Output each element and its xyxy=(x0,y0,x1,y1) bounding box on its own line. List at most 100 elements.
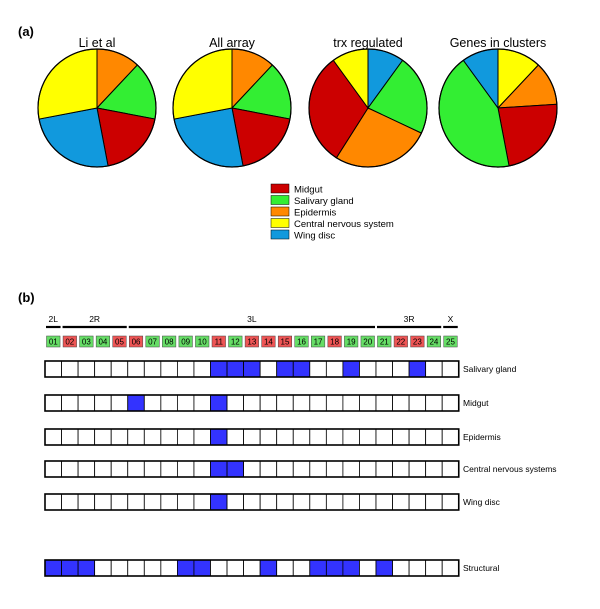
cell-highlighted xyxy=(243,360,261,378)
cell xyxy=(44,428,62,446)
pie-title: All array xyxy=(209,36,256,50)
segment-label-box: 14 xyxy=(261,335,276,348)
cell-highlighted xyxy=(210,428,228,446)
cell xyxy=(375,460,393,478)
cell-highlighted xyxy=(44,559,62,577)
segment-label-box: 23 xyxy=(410,335,425,348)
cell xyxy=(243,394,261,412)
chromosome-label: 3R xyxy=(404,314,415,324)
segment-box xyxy=(426,335,441,348)
cell xyxy=(110,360,129,378)
cell-highlighted xyxy=(226,460,245,478)
cell-highlighted xyxy=(226,360,245,378)
cell xyxy=(193,460,211,478)
chromosome-arm: 3L xyxy=(128,314,375,329)
segment-label-box: 07 xyxy=(145,335,160,348)
cell xyxy=(110,460,129,478)
segment-box xyxy=(211,335,226,348)
cell xyxy=(342,394,360,412)
segment-number: 18 xyxy=(330,338,339,347)
legend-swatch-salivary xyxy=(270,195,290,205)
segment-label-box: 15 xyxy=(277,335,293,348)
segment-box xyxy=(79,335,94,348)
tissue-row: Midgut xyxy=(44,394,489,412)
cell-highlighted xyxy=(292,360,311,378)
cell xyxy=(160,428,178,446)
cell xyxy=(193,360,211,378)
segment-label-box: 17 xyxy=(311,335,326,348)
chromosome-arm: X xyxy=(443,314,458,329)
cell xyxy=(392,460,410,478)
cell xyxy=(176,394,195,412)
cell xyxy=(160,493,178,511)
legend-swatch-cns xyxy=(270,218,290,228)
pie-title: Genes in clusters xyxy=(450,36,547,50)
cell xyxy=(160,460,178,478)
segment-number: 11 xyxy=(215,338,224,347)
cell-highlighted xyxy=(408,360,427,378)
cell xyxy=(309,428,327,446)
cell xyxy=(127,428,145,446)
cell xyxy=(143,394,162,412)
cell-highlighted xyxy=(193,559,211,577)
segment-label-box: 01 xyxy=(46,335,61,348)
cell xyxy=(309,493,327,511)
segment-label-box: 08 xyxy=(162,335,177,348)
cell xyxy=(375,493,393,511)
row-outline xyxy=(44,493,460,511)
cell xyxy=(110,428,129,446)
cell xyxy=(408,394,427,412)
cell xyxy=(61,428,79,446)
segment-label-box: 24 xyxy=(426,335,441,348)
cell xyxy=(359,559,377,577)
segment-box xyxy=(46,335,61,348)
pie-outline xyxy=(438,48,558,168)
pie-outline xyxy=(37,48,157,168)
segment-box xyxy=(145,335,160,348)
cell xyxy=(441,394,460,412)
cell-highlighted xyxy=(342,559,360,577)
cell xyxy=(276,394,294,412)
segment-label-box: 03 xyxy=(79,335,94,348)
cell xyxy=(359,360,377,378)
cell xyxy=(160,394,178,412)
segment-label-box: 02 xyxy=(62,335,77,348)
segment-label-box: 04 xyxy=(95,335,110,348)
cell-highlighted xyxy=(176,559,195,577)
cell xyxy=(127,559,145,577)
cell xyxy=(325,428,344,446)
cell xyxy=(77,394,96,412)
pie-chart: All array xyxy=(172,36,292,168)
segment-number: 20 xyxy=(363,338,372,347)
cell xyxy=(441,360,460,378)
cell xyxy=(127,460,145,478)
cell-highlighted xyxy=(375,559,393,577)
cell xyxy=(408,493,427,511)
cell xyxy=(392,360,410,378)
row-label: Salivary gland xyxy=(463,364,517,374)
segment-number: 16 xyxy=(297,338,306,347)
cell xyxy=(359,394,377,412)
cell xyxy=(94,493,112,511)
segment-number: 14 xyxy=(264,338,273,347)
cell xyxy=(226,493,245,511)
pie-chart: Li et al xyxy=(37,36,157,168)
cell xyxy=(292,428,311,446)
cell xyxy=(276,460,294,478)
segment-number: 12 xyxy=(231,338,240,347)
segment-label-box: 18 xyxy=(327,335,342,348)
cell xyxy=(243,428,261,446)
cell xyxy=(193,493,211,511)
cell-highlighted xyxy=(259,559,278,577)
cell xyxy=(127,493,145,511)
cell xyxy=(325,394,344,412)
segment-box xyxy=(195,335,210,348)
cell xyxy=(359,428,377,446)
segment-box xyxy=(178,335,193,348)
segment-number: 13 xyxy=(247,338,256,347)
chromosome-label: 2R xyxy=(89,314,100,324)
segment-number: 08 xyxy=(165,338,174,347)
cell xyxy=(392,493,410,511)
